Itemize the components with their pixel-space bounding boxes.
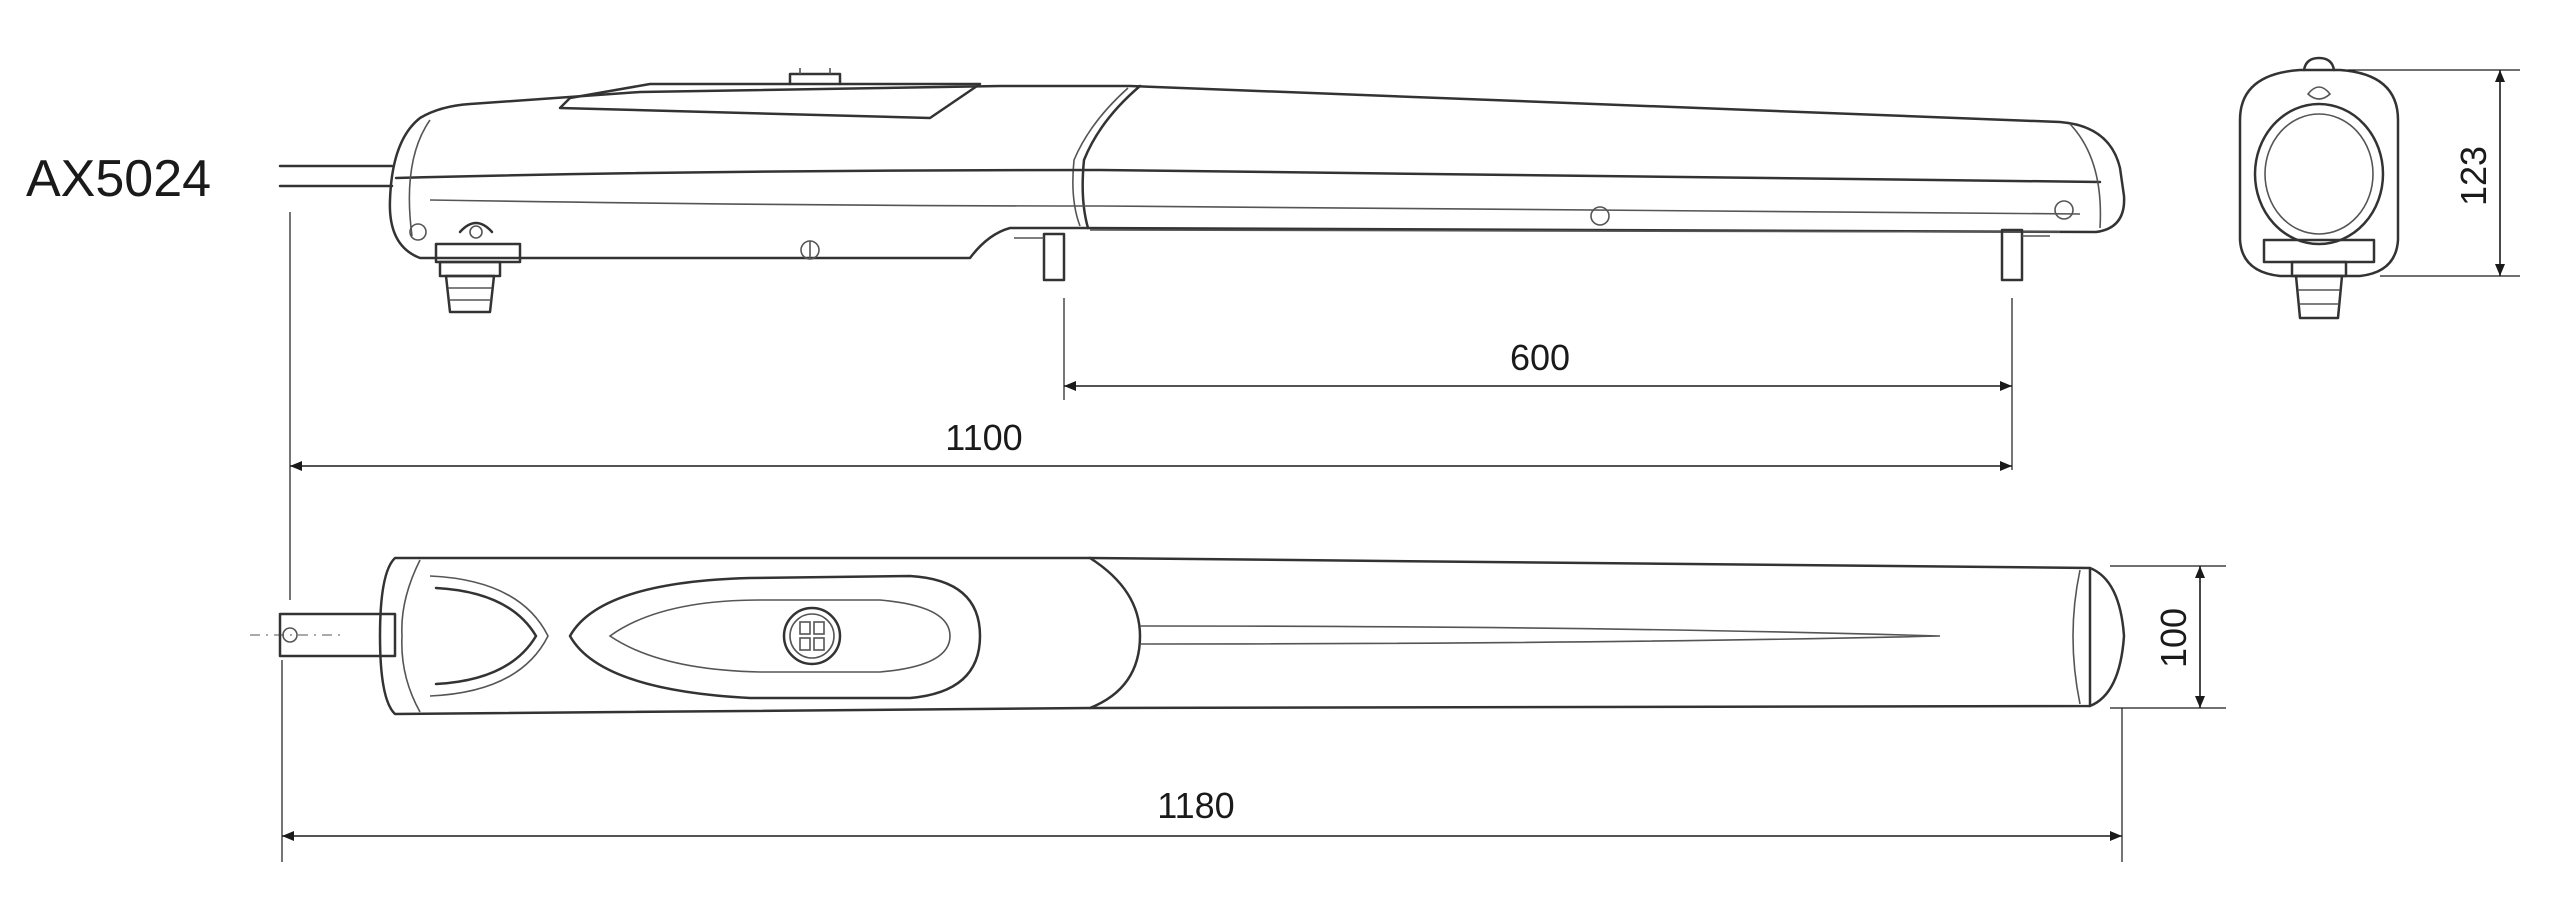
width-value: 100 — [2153, 608, 2194, 668]
top-view — [250, 556, 2126, 716]
model-label: AX5024 — [26, 150, 211, 208]
overall-length-dimension: 1180 — [281, 660, 2123, 862]
overall-length-value: 1180 — [1157, 785, 1234, 826]
side-view — [278, 68, 2126, 314]
stroke-value: 600 — [1510, 337, 1570, 378]
height-value: 123 — [2453, 146, 2494, 206]
center-distance-value: 1100 — [945, 417, 1022, 458]
end-view — [2238, 56, 2400, 320]
stroke-dimension: 600 — [1063, 298, 2013, 470]
width-dimension: 100 — [2110, 565, 2226, 709]
center-distance-dimension: 1100 — [289, 212, 2012, 600]
height-dimension: 123 — [2348, 69, 2520, 277]
